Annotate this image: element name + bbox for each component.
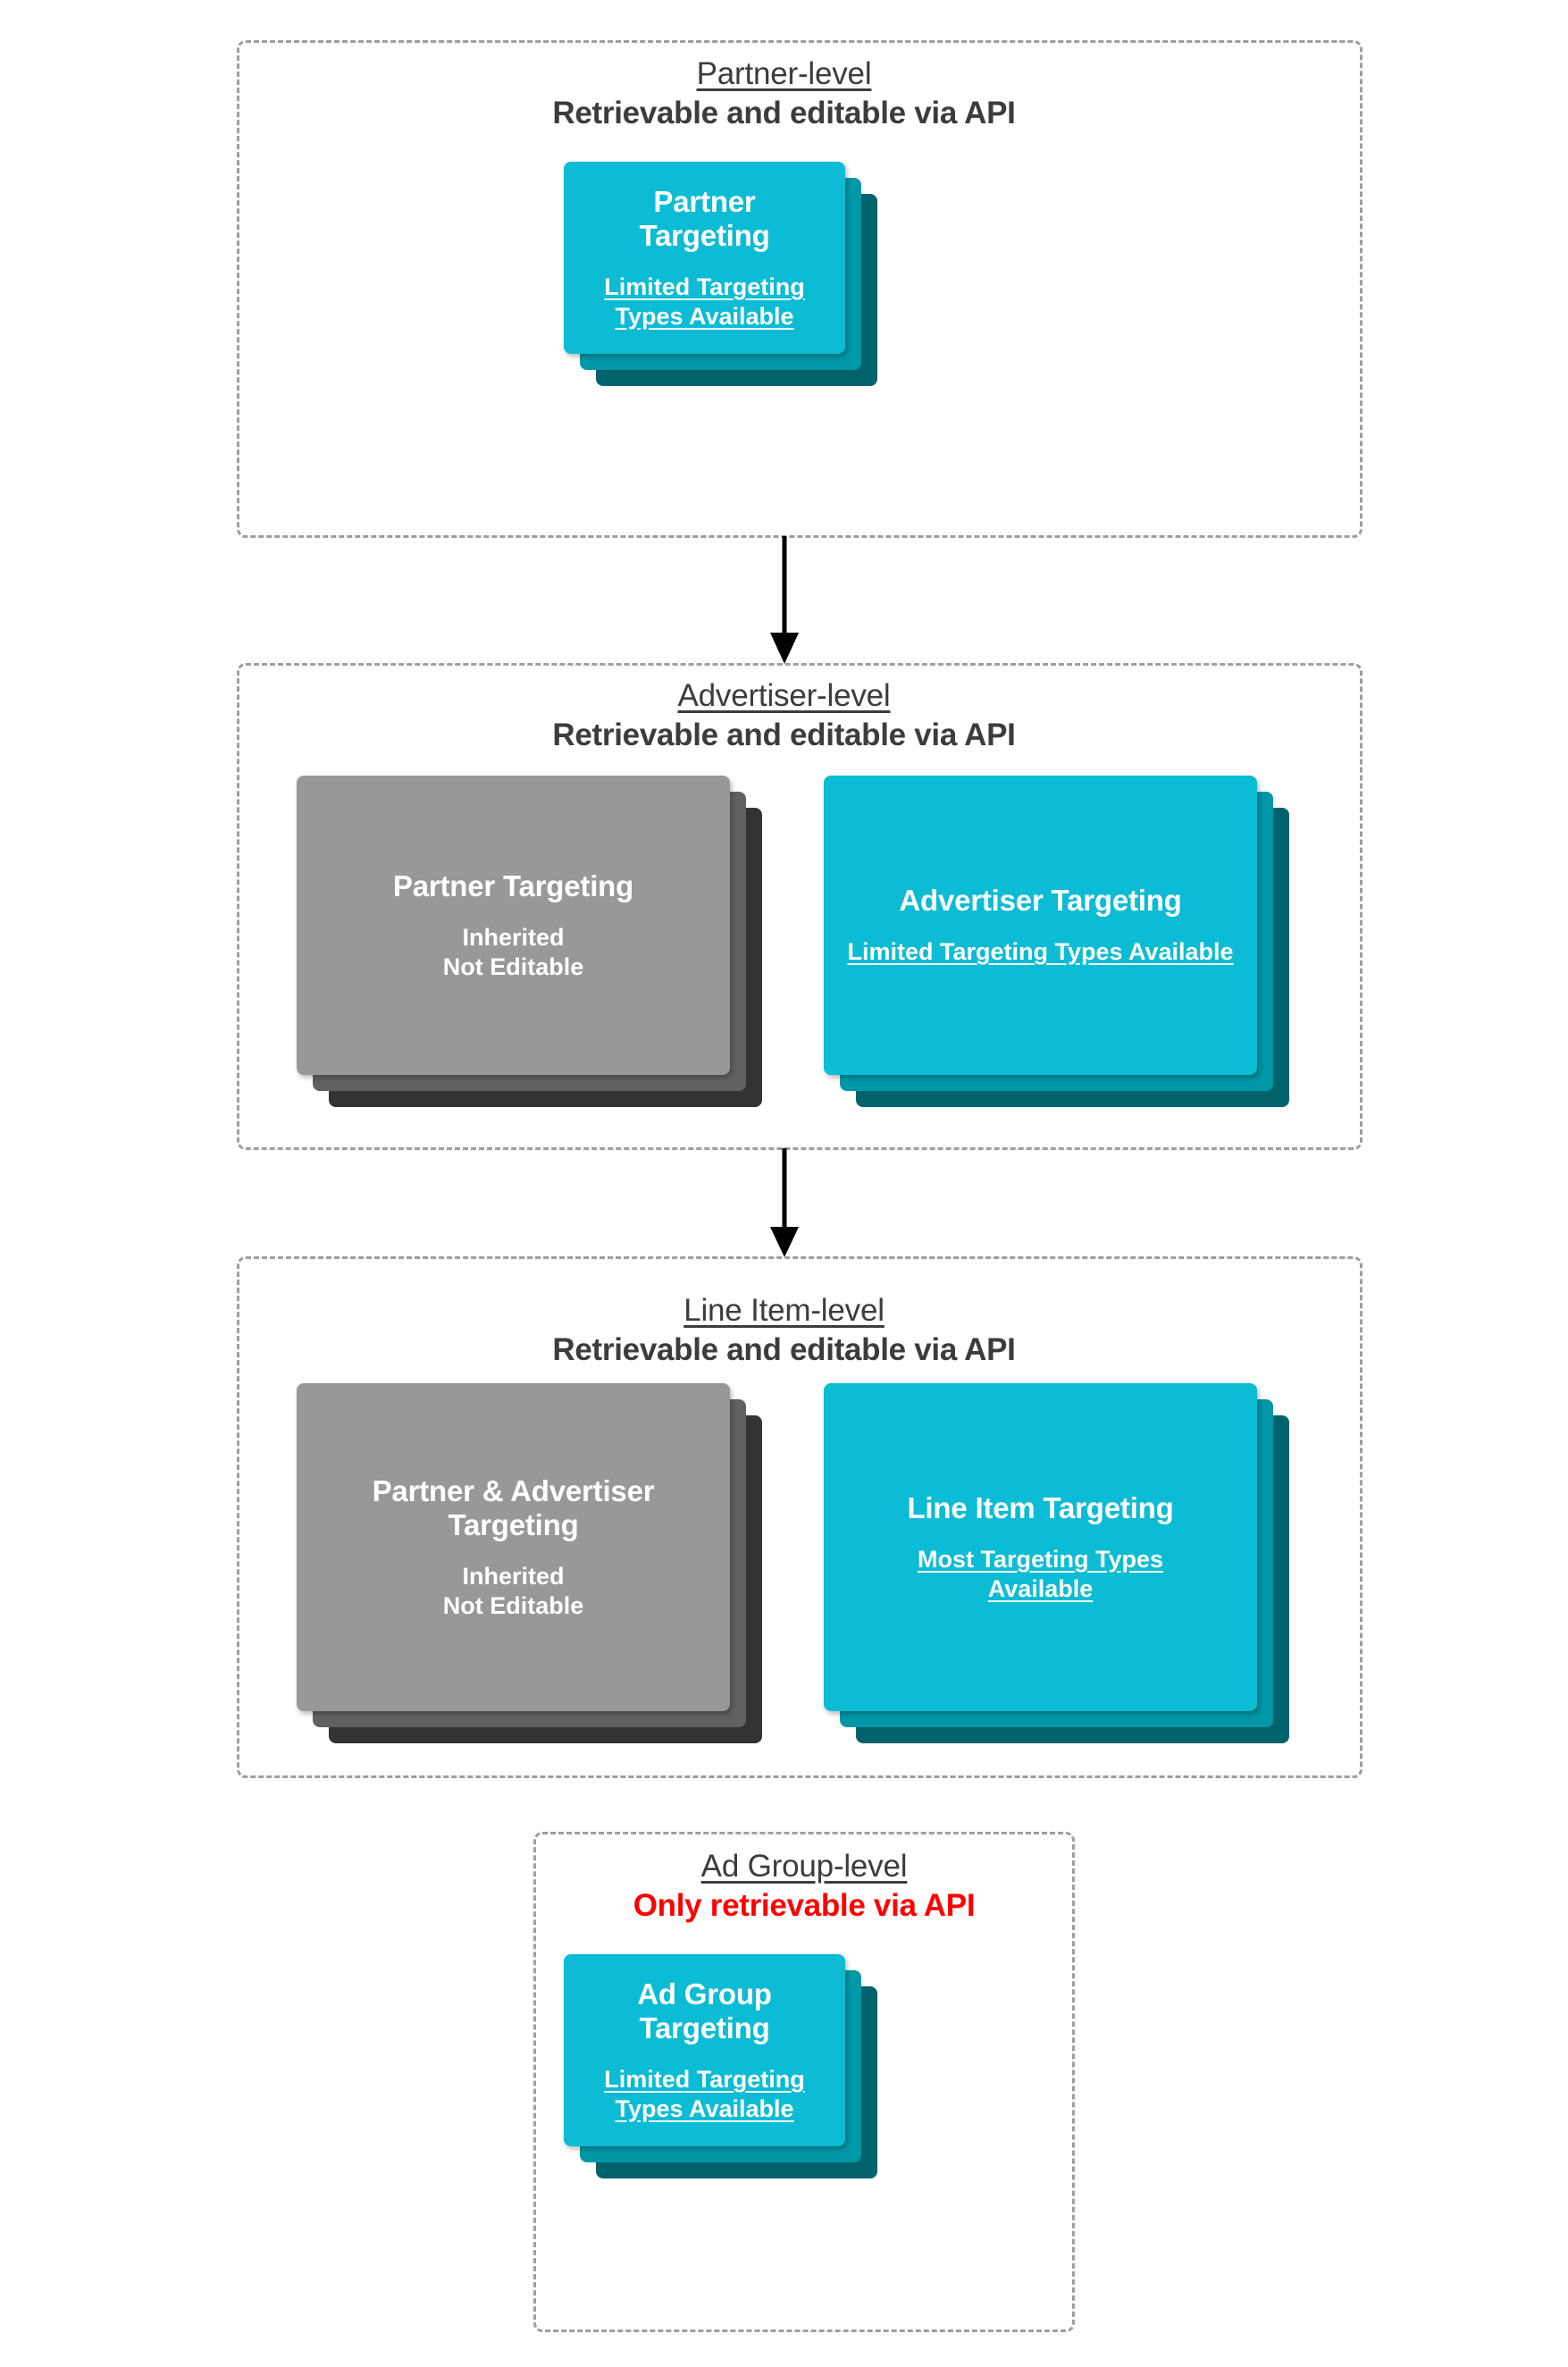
card-subtitle: Limited Targeting Types Available (604, 2066, 805, 2122)
card-title: Ad Group Targeting (637, 1977, 772, 2045)
card-partner-targeting[interactable]: Partner Targeting Limited Targeting Type… (564, 162, 845, 354)
card-title: Line Item Targeting (907, 1490, 1174, 1524)
card-inherited-partner-advertiser-targeting[interactable]: Partner & Advertiser Targeting Inherited… (297, 1383, 730, 1711)
level-container-line-item (237, 1256, 1363, 1778)
level-container-advertiser (237, 663, 1363, 1150)
card-title: Partner Targeting (392, 869, 634, 902)
card-subtitle: Inherited Not Editable (442, 1563, 584, 1619)
card-line-item-targeting[interactable]: Line Item Targeting Most Targeting Types… (824, 1383, 1257, 1711)
card-stack-ad-group-targeting: Ad Group Targeting Limited Targeting Typ… (564, 1954, 877, 2178)
card-inherited-partner-targeting[interactable]: Partner Targeting Inherited Not Editable (297, 776, 730, 1075)
card-advertiser-targeting[interactable]: Advertiser Targeting Limited Targeting T… (824, 776, 1257, 1075)
card-stack-inherited-partner-advertiser-targeting: Partner & Advertiser Targeting Inherited… (297, 1383, 762, 1743)
card-ad-group-targeting[interactable]: Ad Group Targeting Limited Targeting Typ… (564, 1954, 845, 2146)
card-stack-inherited-partner-targeting: Partner Targeting Inherited Not Editable (297, 776, 762, 1107)
card-stack-partner-targeting: Partner Targeting Limited Targeting Type… (564, 162, 877, 386)
level-container-partner (237, 40, 1363, 538)
card-subtitle: Limited Targeting Types Available (847, 938, 1234, 966)
card-title: Advertiser Targeting (899, 884, 1182, 918)
level-container-ad-group (533, 1832, 1075, 2332)
card-stack-line-item-targeting: Line Item Targeting Most Targeting Types… (824, 1383, 1289, 1743)
card-title: Partner Targeting (639, 184, 770, 253)
arrow-advertiser-to-line-item (770, 1148, 799, 1257)
arrow-partner-to-advertiser (770, 536, 799, 664)
card-subtitle: Most Targeting Types Available (917, 1546, 1164, 1602)
card-title: Partner & Advertiser Targeting (372, 1473, 655, 1542)
card-stack-advertiser-targeting: Advertiser Targeting Limited Targeting T… (824, 776, 1289, 1107)
card-subtitle: Inherited Not Editable (442, 924, 584, 980)
card-subtitle: Limited Targeting Types Available (604, 273, 805, 330)
